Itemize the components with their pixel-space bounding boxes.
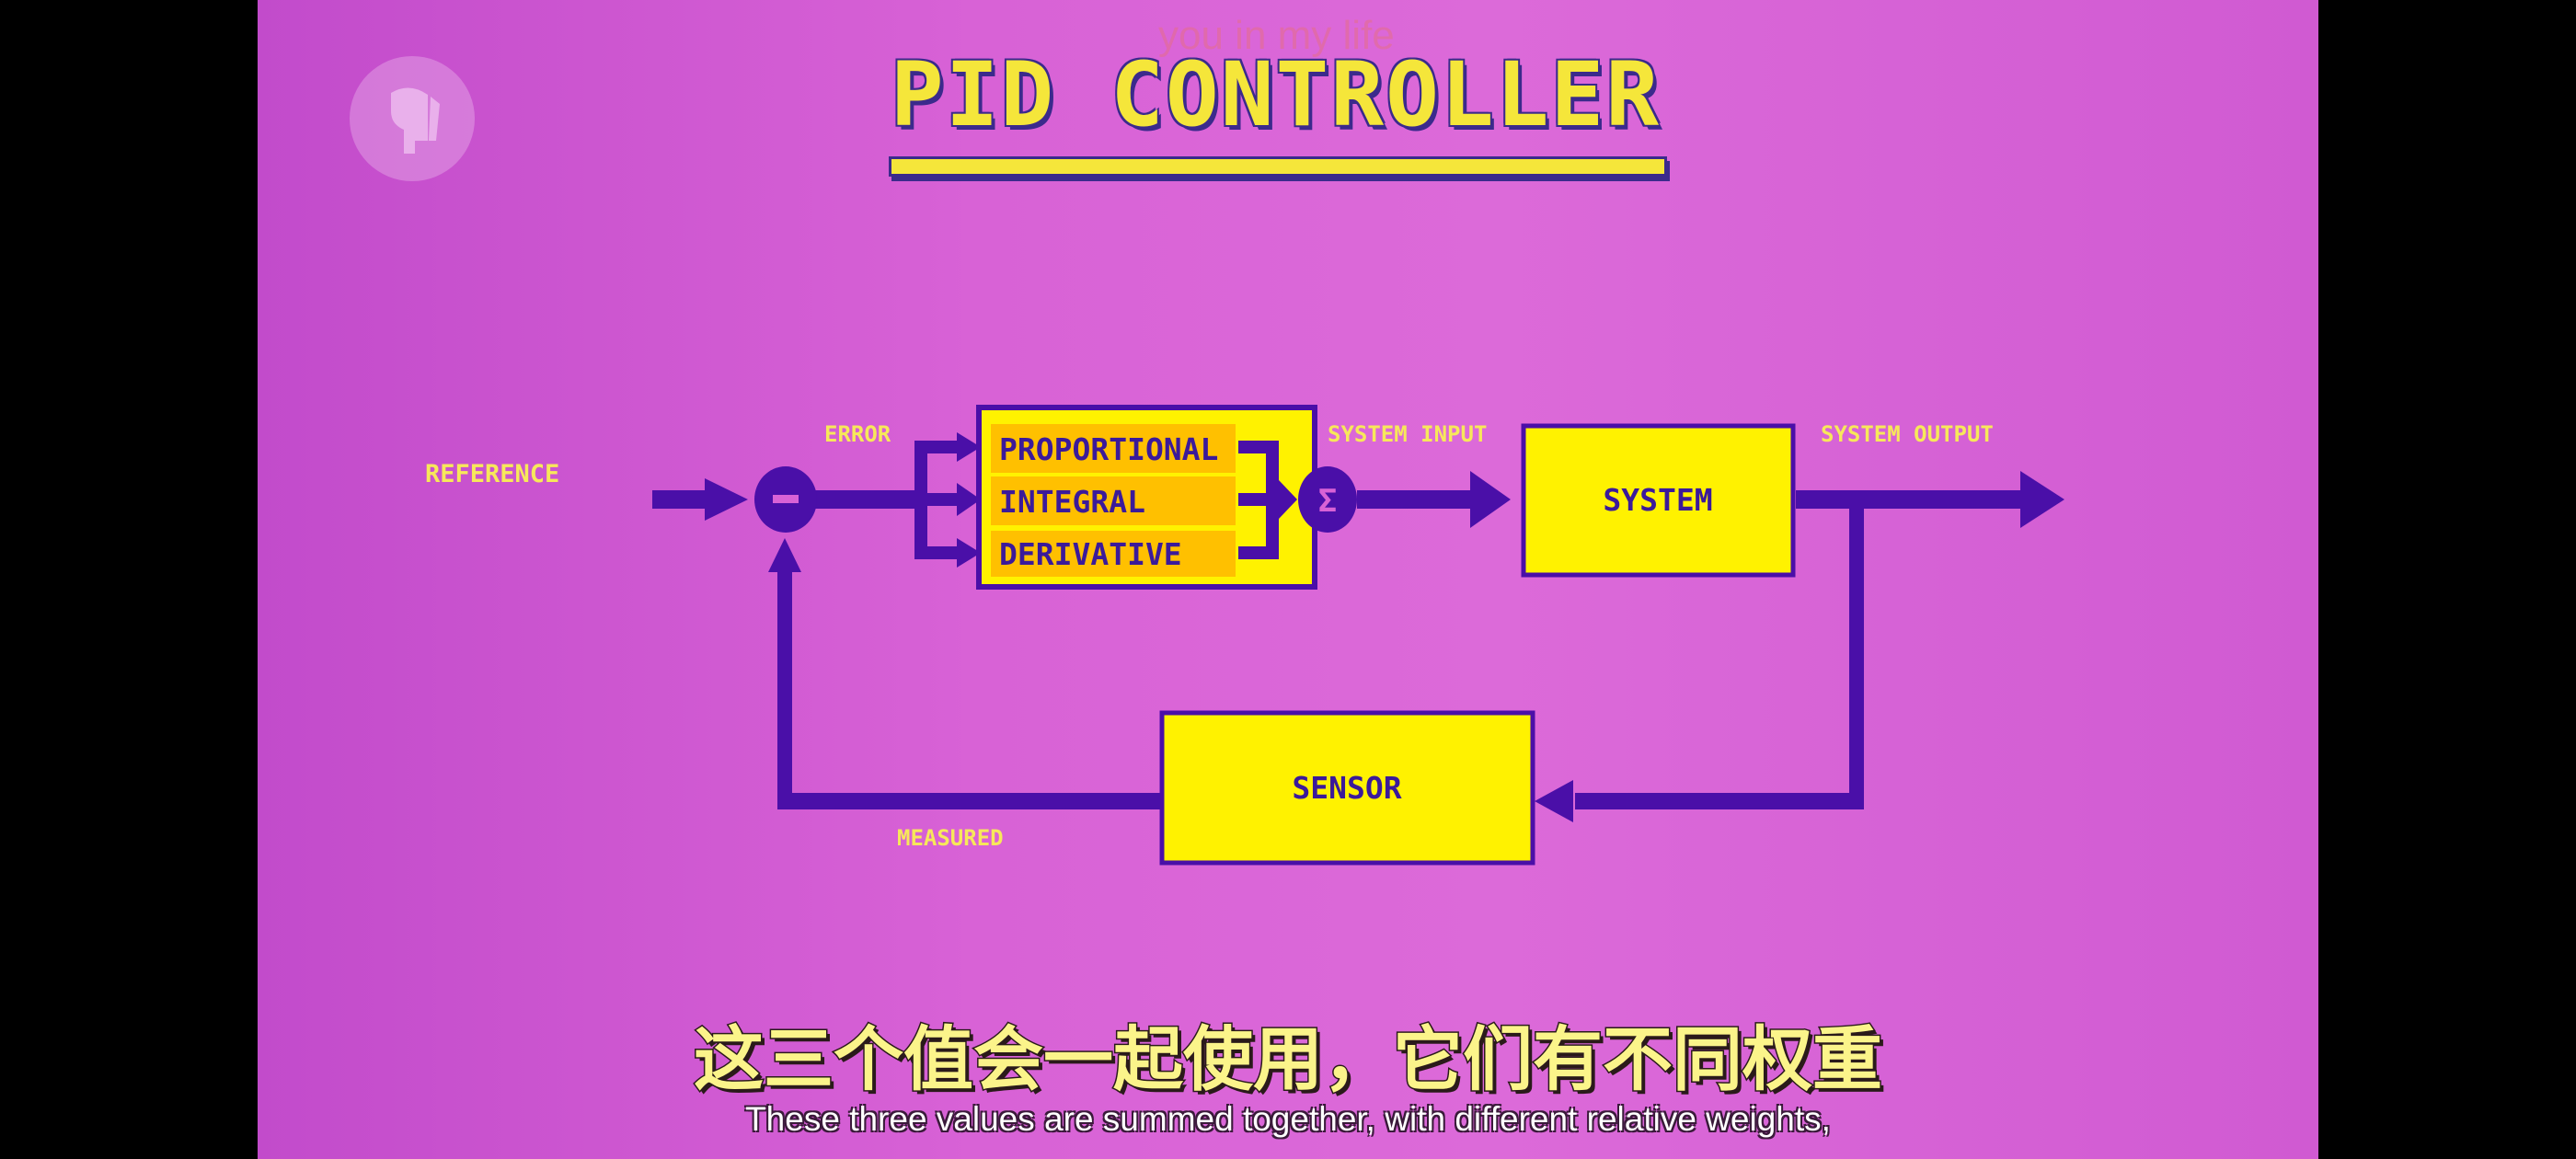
system-input-label: SYSTEM INPUT bbox=[1328, 421, 1487, 447]
system-box bbox=[1521, 423, 1796, 578]
system-output-label: SYSTEM OUTPUT bbox=[1821, 421, 1994, 447]
system-output-arrow bbox=[2020, 471, 2064, 528]
pbs-logo-icon bbox=[350, 56, 475, 181]
subtitle-english: These three values are summed together, … bbox=[745, 1100, 1831, 1138]
measured-arrow bbox=[768, 538, 801, 572]
error-line bbox=[786, 490, 914, 509]
integral-row bbox=[991, 476, 1236, 525]
system-input-arrow bbox=[1470, 471, 1511, 528]
sum-junction bbox=[1298, 466, 1357, 533]
video-frame[interactable]: you in my life PID CONTROLLER bbox=[258, 0, 2318, 1159]
sensor-box bbox=[1159, 710, 1535, 866]
reference-label: REFERENCE bbox=[425, 460, 559, 488]
error-label: ERROR bbox=[824, 421, 891, 447]
proportional-label: PROPORTIONAL bbox=[999, 431, 1218, 467]
page-title: PID CONTROLLER bbox=[890, 43, 1662, 146]
derivative-label: DERIVATIVE bbox=[999, 536, 1182, 572]
reference-arrow-line bbox=[652, 490, 707, 509]
title-underline bbox=[889, 156, 1667, 177]
derivative-row bbox=[991, 531, 1236, 577]
sensor-input-arrow bbox=[1535, 780, 1573, 822]
reference-arrow-head bbox=[705, 478, 748, 521]
integral-label: INTEGRAL bbox=[999, 484, 1145, 520]
sum-symbol: Σ bbox=[1318, 483, 1337, 520]
sensor-label: SENSOR bbox=[1292, 770, 1401, 806]
measured-label: MEASURED bbox=[897, 825, 1004, 851]
pid-block-diagram: Σ REFERENCE ERROR PROPORTIONAL INTEGRAL … bbox=[425, 405, 2064, 866]
watermark-text: you in my life bbox=[1158, 13, 1395, 58]
system-label: SYSTEM bbox=[1603, 482, 1712, 518]
proportional-row bbox=[991, 424, 1236, 473]
subtitle-chinese: 这三个值会一起使用，它们有不同权重 bbox=[693, 1017, 1884, 1102]
